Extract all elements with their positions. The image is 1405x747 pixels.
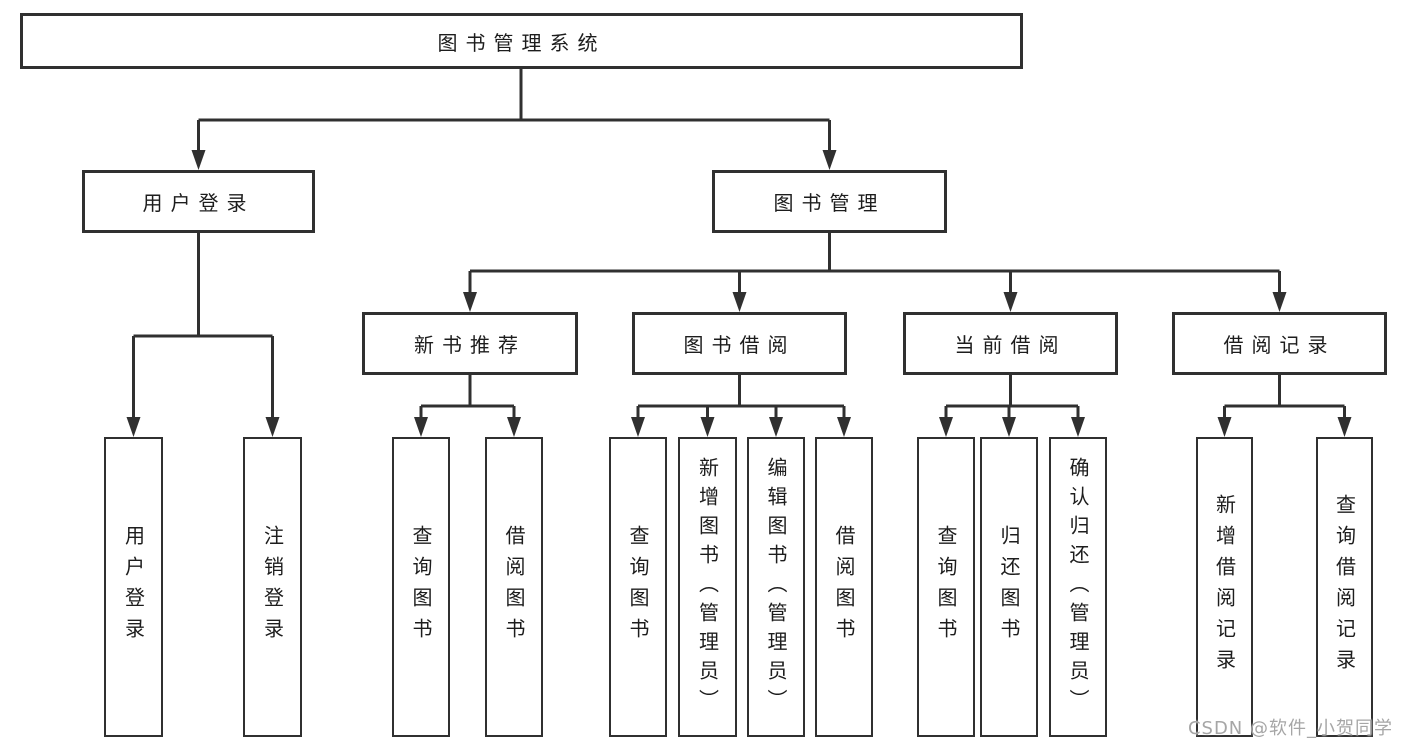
node-user-login: 用户登录 [82,170,315,233]
node-leaf-log-add-record: 新增借阅记录 [1196,437,1253,737]
leaf-label: 查询借阅记录 [1332,494,1357,680]
node-leaf-bor-edit-books: 编辑图书（管理员） [747,437,805,737]
node-leaf-cur-return-books: 归还图书 [980,437,1038,737]
leaf-label: 借阅图书 [832,525,856,649]
node-borrow-records: 借阅记录 [1172,312,1387,375]
node-current-borrow: 当前借阅 [903,312,1118,375]
leaf-label: 归还图书 [997,525,1021,649]
node-leaf-rec-borrow-books: 借阅图书 [485,437,543,737]
node-new-book-recommend: 新书推荐 [362,312,578,375]
leaf-label: 借阅图书 [502,525,526,649]
leaf-label: 用户登录 [121,525,146,649]
leaf-label: 确认归还（管理员） [1066,456,1090,718]
node-leaf-user-login: 用户登录 [104,437,163,737]
leaf-label: 新增借阅记录 [1212,494,1237,680]
node-leaf-rec-query-books: 查询图书 [392,437,450,737]
node-book-borrow: 图书借阅 [632,312,847,375]
leaf-label: 编辑图书（管理员） [764,456,788,718]
leaf-label: 查询图书 [626,525,650,649]
tree-edges [132,69,1346,419]
leaf-label: 新增图书（管理员） [695,456,720,718]
node-leaf-cur-confirm-return: 确认归还（管理员） [1049,437,1107,737]
node-leaf-logout: 注销登录 [243,437,302,737]
csdn-watermark: CSDN @软件_小贺同学 [1187,718,1393,739]
node-book-management: 图书管理 [712,170,947,233]
leaf-label: 查询图书 [409,525,433,649]
node-root-system: 图书管理系统 [20,13,1023,69]
node-leaf-bor-add-books: 新增图书（管理员） [678,437,737,737]
node-leaf-bor-query-books: 查询图书 [609,437,667,737]
arrowheads [126,150,1352,437]
node-leaf-log-query-record: 查询借阅记录 [1316,437,1373,737]
leaf-label: 查询图书 [934,525,958,649]
node-leaf-bor-borrow-books: 借阅图书 [815,437,873,737]
leaf-label: 注销登录 [260,525,285,649]
node-leaf-cur-query-books: 查询图书 [917,437,975,737]
